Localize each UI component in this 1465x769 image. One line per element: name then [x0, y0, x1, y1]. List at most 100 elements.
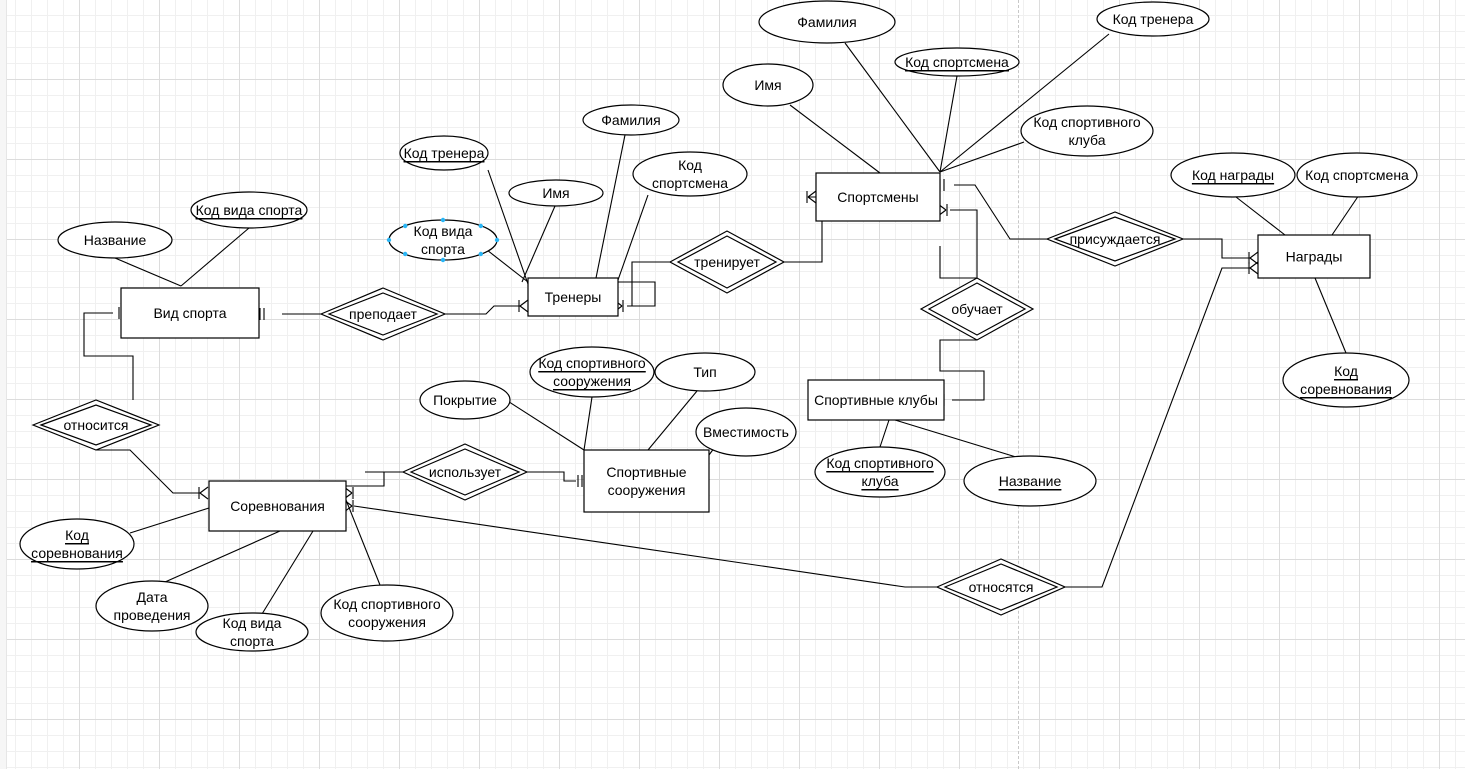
selection-handle[interactable]: [440, 257, 446, 263]
selection-handle[interactable]: [478, 251, 483, 257]
entity-clubs[interactable]: Спортивные клубы: [807, 379, 945, 421]
selection-handle[interactable]: [386, 237, 392, 243]
attribute-connector[interactable]: [939, 75, 958, 173]
attribute-connector[interactable]: [647, 390, 698, 451]
attribute-ellipse[interactable]: [508, 179, 604, 207]
entity-comp[interactable]: Соревнования: [208, 480, 347, 532]
connector-comp-uses[interactable]: [346, 471, 403, 487]
connector-awarded-awards[interactable]: [1183, 238, 1250, 259]
attribute-ellipse[interactable]: [1296, 152, 1418, 198]
attribute-connector[interactable]: [345, 499, 381, 586]
attribute-connector[interactable]: [180, 227, 250, 287]
connector-trains-athletes[interactable]: [784, 196, 823, 263]
attribute-ellipse[interactable]: [419, 380, 511, 420]
entity-athletes[interactable]: Спортсмены: [815, 172, 941, 222]
attribute-ellipse[interactable]: [19, 518, 135, 570]
attribute-ellipse[interactable]: [1096, 1, 1210, 37]
attribute-connector[interactable]: [521, 205, 556, 283]
attribute-ellipse[interactable]: [758, 0, 896, 44]
attribute-ellipse[interactable]: [1020, 105, 1154, 157]
entity-box[interactable]: [1257, 234, 1371, 279]
connector-trainers-trains[interactable]: [631, 261, 670, 306]
selection-handle[interactable]: [478, 223, 483, 229]
entity-sport[interactable]: Вид спорта: [120, 287, 260, 339]
attribute-aw_athlete[interactable]: Код спортсмена: [1296, 152, 1418, 198]
entity-awards[interactable]: Награды: [1257, 234, 1371, 279]
attribute-connector[interactable]: [583, 396, 593, 451]
relationship-coaches[interactable]: обучает: [919, 277, 1035, 341]
attribute-connector[interactable]: [487, 169, 529, 285]
attribute-tr_name[interactable]: Имя: [508, 179, 604, 207]
connector-sport-belongs[interactable]: [83, 312, 134, 400]
attribute-ellipse[interactable]: [632, 151, 748, 197]
selection-handle[interactable]: [403, 223, 408, 229]
attribute-connector[interactable]: [114, 257, 182, 287]
attribute-connector[interactable]: [844, 42, 941, 173]
attribute-cl_name[interactable]: Название: [963, 455, 1097, 507]
attribute-connector[interactable]: [1314, 277, 1347, 354]
attribute-aw_code[interactable]: Код награды: [1170, 152, 1296, 198]
attribute-connector[interactable]: [617, 194, 649, 281]
relationship-uses[interactable]: использует: [401, 443, 529, 501]
attribute-tr_code[interactable]: Код тренера: [399, 135, 489, 171]
connector-comp-relate[interactable]: [353, 505, 937, 588]
attribute-connector[interactable]: [879, 419, 890, 448]
attribute-ellipse[interactable]: [195, 612, 309, 652]
attribute-at_trainer[interactable]: Код тренера: [1096, 1, 1210, 37]
attribute-ellipse[interactable]: [582, 104, 680, 136]
entity-box[interactable]: [208, 480, 347, 532]
attribute-connector[interactable]: [505, 399, 585, 451]
connector-athletes-coaches[interactable]: [939, 209, 978, 279]
attribute-fac_type[interactable]: Тип: [654, 352, 756, 392]
attribute-ellipse[interactable]: [963, 455, 1097, 507]
connector-teaches-trainers[interactable]: [445, 305, 520, 315]
attribute-connector[interactable]: [129, 507, 210, 534]
entity-box[interactable]: [583, 449, 710, 513]
selection-handle[interactable]: [494, 237, 500, 243]
attribute-connector[interactable]: [1235, 196, 1286, 236]
connector-belongs-comp[interactable]: [96, 449, 200, 494]
attribute-fac_cover[interactable]: Покрытие: [419, 380, 511, 420]
attribute-ellipse[interactable]: [722, 63, 814, 107]
entity-box[interactable]: [815, 172, 941, 222]
attribute-at_name[interactable]: Имя: [722, 63, 814, 107]
entity-box[interactable]: [120, 287, 260, 339]
attribute-at_code[interactable]: Код спортсмена: [894, 47, 1020, 77]
attribute-ellipse[interactable]: [894, 47, 1020, 77]
attribute-connector[interactable]: [939, 33, 1110, 173]
attribute-connector[interactable]: [261, 530, 314, 615]
relationship-teaches[interactable]: преподает: [319, 287, 447, 341]
selection-handle[interactable]: [440, 217, 446, 223]
attribute-ellipse[interactable]: [399, 135, 489, 171]
attribute-connector[interactable]: [789, 104, 881, 174]
attribute-ellipse[interactable]: [695, 407, 797, 457]
selection-handle[interactable]: [403, 251, 408, 257]
connector-coaches-clubs[interactable]: [939, 339, 985, 401]
attribute-ellipse[interactable]: [95, 580, 209, 632]
connector-relate-awards[interactable]: [1065, 267, 1250, 588]
entity-box[interactable]: [527, 277, 619, 317]
relationship-trains[interactable]: тренирует: [668, 230, 786, 294]
relationship-belongs[interactable]: относится: [31, 399, 161, 451]
attribute-connector[interactable]: [164, 530, 281, 583]
attribute-ellipse[interactable]: [1282, 352, 1410, 408]
attribute-fac_cap[interactable]: Вместимость: [695, 407, 797, 457]
attribute-at_surname[interactable]: Фамилия: [758, 0, 896, 44]
attribute-sport_code[interactable]: Код вида спорта: [190, 191, 308, 229]
connector-trainers-loop[interactable]: [618, 281, 656, 307]
relationship-awarded[interactable]: присуждается: [1045, 211, 1185, 267]
attribute-ellipse[interactable]: [57, 221, 173, 259]
entity-trainers[interactable]: Тренеры: [527, 277, 619, 317]
attribute-connector[interactable]: [595, 134, 626, 279]
attribute-tr_surname[interactable]: Фамилия: [582, 104, 680, 136]
